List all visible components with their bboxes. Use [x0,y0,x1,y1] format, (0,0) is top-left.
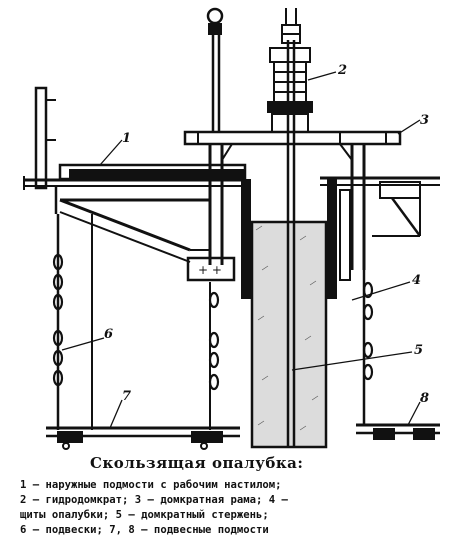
figure-caption: Скользящая опалубка: 1 — наружные подмос… [0,450,475,545]
sliding-formwork-diagram: + + [23,7,440,450]
right-deck [320,176,440,237]
callout-3: 3 [420,113,429,128]
callout-1: 1 [122,131,131,146]
left-hangers [52,214,220,430]
caption-line-3: щиты опалубки; 5 — домкратный стержень; [20,509,269,521]
callout-6: 6 [104,327,113,342]
caption-line-4: 6 — подвески; 7, 8 — подвесные подмости [20,524,269,536]
lower-clamp: + + [186,256,236,282]
caption-line-2: 2 — гидродомкрат; 3 — домкратная рама; 4… [20,494,288,506]
right-hangers [362,270,374,425]
caption-line-1: 1 — наружные подмости с рабочим настилом… [20,479,282,491]
formwork-shields [241,179,351,299]
callout-4: 4 [412,273,421,288]
svg-text:+ +: + + [198,263,222,277]
outer-scaffold-deck [23,86,247,263]
callout-5: 5 [414,343,423,358]
callout-7: 7 [122,389,131,404]
suspension-bolt [206,7,224,132]
hydraulic-jack [267,8,313,133]
caption-title: Скользящая опалубка: [90,454,304,472]
callout-2: 2 [337,63,347,78]
suspended-scaffold-right [356,423,440,440]
callout-8: 8 [420,391,429,406]
suspended-scaffold-left [46,426,240,450]
